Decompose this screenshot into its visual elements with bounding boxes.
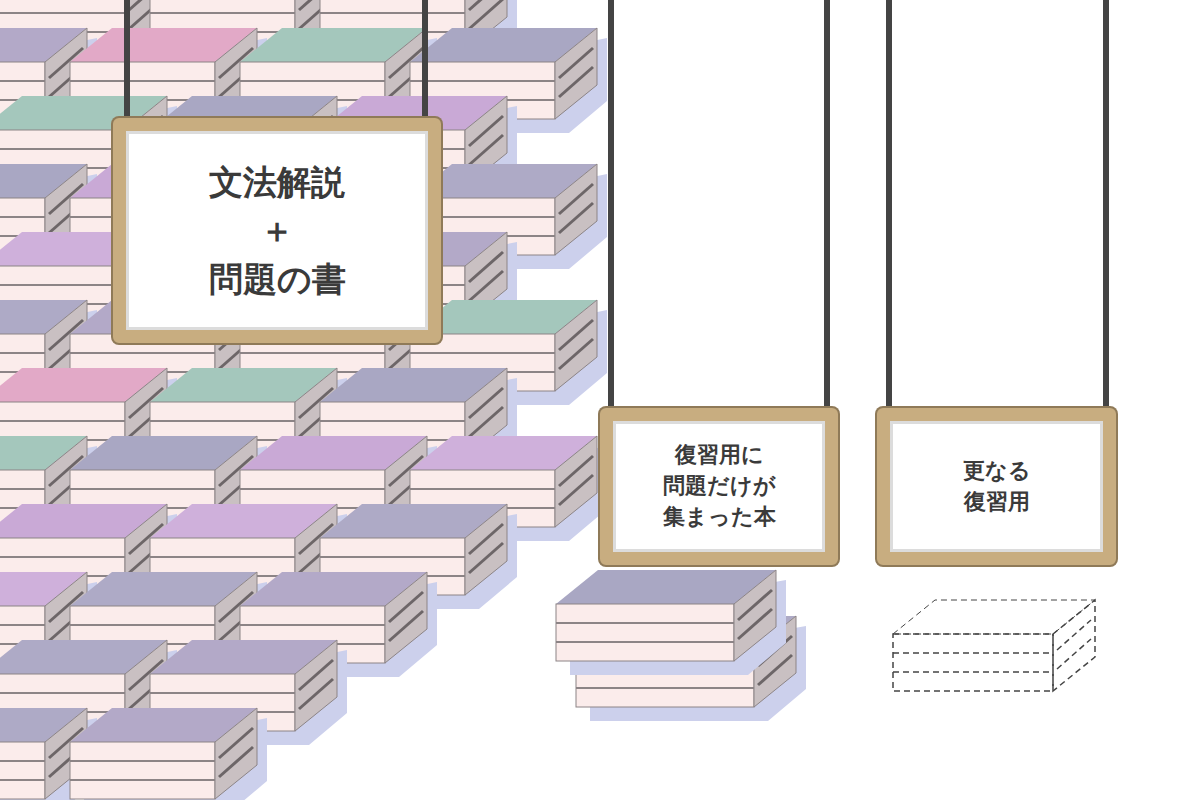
book-spine xyxy=(559,203,593,233)
book-edge xyxy=(0,420,125,422)
book-side xyxy=(555,436,597,527)
book-side xyxy=(555,300,597,391)
book-edge xyxy=(0,760,45,762)
book-edge xyxy=(0,284,125,286)
book-edge xyxy=(150,420,295,422)
book-edge xyxy=(150,692,295,694)
book-spine xyxy=(469,543,503,573)
book-edge xyxy=(0,624,45,626)
book-edge xyxy=(70,624,215,626)
book-edge xyxy=(556,641,734,643)
book-edge xyxy=(240,488,385,490)
book-front xyxy=(70,742,215,799)
book-edge xyxy=(70,779,215,781)
string xyxy=(824,0,830,426)
string xyxy=(886,0,892,426)
book-spine xyxy=(469,407,503,437)
book-edge xyxy=(576,687,754,689)
sign-text-group: 復習用に 問題だけが 集まった本 xyxy=(663,440,776,532)
book-side xyxy=(555,164,597,255)
book-edge xyxy=(70,352,215,354)
sign-label: 復習用に 問題だけが 集まった本 xyxy=(663,440,776,532)
book-spine xyxy=(219,747,253,777)
book-edge xyxy=(320,12,465,14)
book-edge xyxy=(320,556,465,558)
book-edge xyxy=(556,622,734,624)
book-edge xyxy=(150,556,295,558)
book-side xyxy=(465,504,507,595)
book-edge xyxy=(410,352,555,354)
string-group xyxy=(127,0,1106,426)
sign-label: 文法解説 ＋ 問題の書 xyxy=(209,158,346,303)
book-spine xyxy=(559,475,593,505)
book-front xyxy=(556,604,734,661)
book-edge xyxy=(0,80,45,82)
main-sign: 文法解説 ＋ 問題の書 xyxy=(113,118,441,343)
book-edge xyxy=(320,420,465,422)
string xyxy=(1103,0,1109,426)
book-edge xyxy=(150,12,295,14)
book-spine xyxy=(738,609,772,639)
book-edge xyxy=(410,488,555,490)
book-edge xyxy=(0,148,125,150)
book-edge xyxy=(0,488,45,490)
book-edge xyxy=(410,80,555,82)
book-front xyxy=(0,742,45,799)
book-stack xyxy=(70,708,267,800)
book-side xyxy=(1053,600,1095,691)
book-edge xyxy=(70,80,215,82)
book-spine xyxy=(299,679,333,709)
book-edge xyxy=(0,556,125,558)
review-sign: 復習用に 問題だけが 集まった本 xyxy=(600,408,838,565)
book-side xyxy=(734,570,776,661)
book-side xyxy=(555,28,597,119)
book-spine xyxy=(1057,639,1091,669)
book-edge xyxy=(240,624,385,626)
book-edge xyxy=(0,12,125,14)
book-spine xyxy=(389,611,423,641)
string xyxy=(608,0,614,426)
book-edge xyxy=(240,80,385,82)
book-edge xyxy=(893,652,1053,654)
book-edge xyxy=(0,216,45,218)
book-side xyxy=(385,572,427,663)
sign-text-group: 更なる 復習用 xyxy=(963,456,1031,518)
book-edge xyxy=(240,352,385,354)
book-stack xyxy=(556,570,786,675)
book-stack xyxy=(893,600,1095,691)
book-spine xyxy=(469,0,503,29)
book-edge xyxy=(70,760,215,762)
book-front xyxy=(893,634,1053,691)
book-top xyxy=(893,600,1095,634)
book-edge xyxy=(0,779,45,781)
book-spine xyxy=(469,271,503,301)
book-edge xyxy=(70,488,215,490)
book-spine xyxy=(1057,620,1091,650)
book-edge xyxy=(0,692,125,694)
book-edge xyxy=(0,352,45,354)
sign-label: 更なる 復習用 xyxy=(963,456,1031,518)
book-spine xyxy=(559,67,593,97)
book-side xyxy=(295,640,337,731)
book-spine xyxy=(469,135,503,165)
sign-text-group: 文法解説 ＋ 問題の書 xyxy=(209,158,346,303)
further-review-sign: 更なる 復習用 xyxy=(877,408,1116,565)
book-side xyxy=(215,708,257,799)
book-spine xyxy=(559,339,593,369)
book-edge xyxy=(893,671,1053,673)
